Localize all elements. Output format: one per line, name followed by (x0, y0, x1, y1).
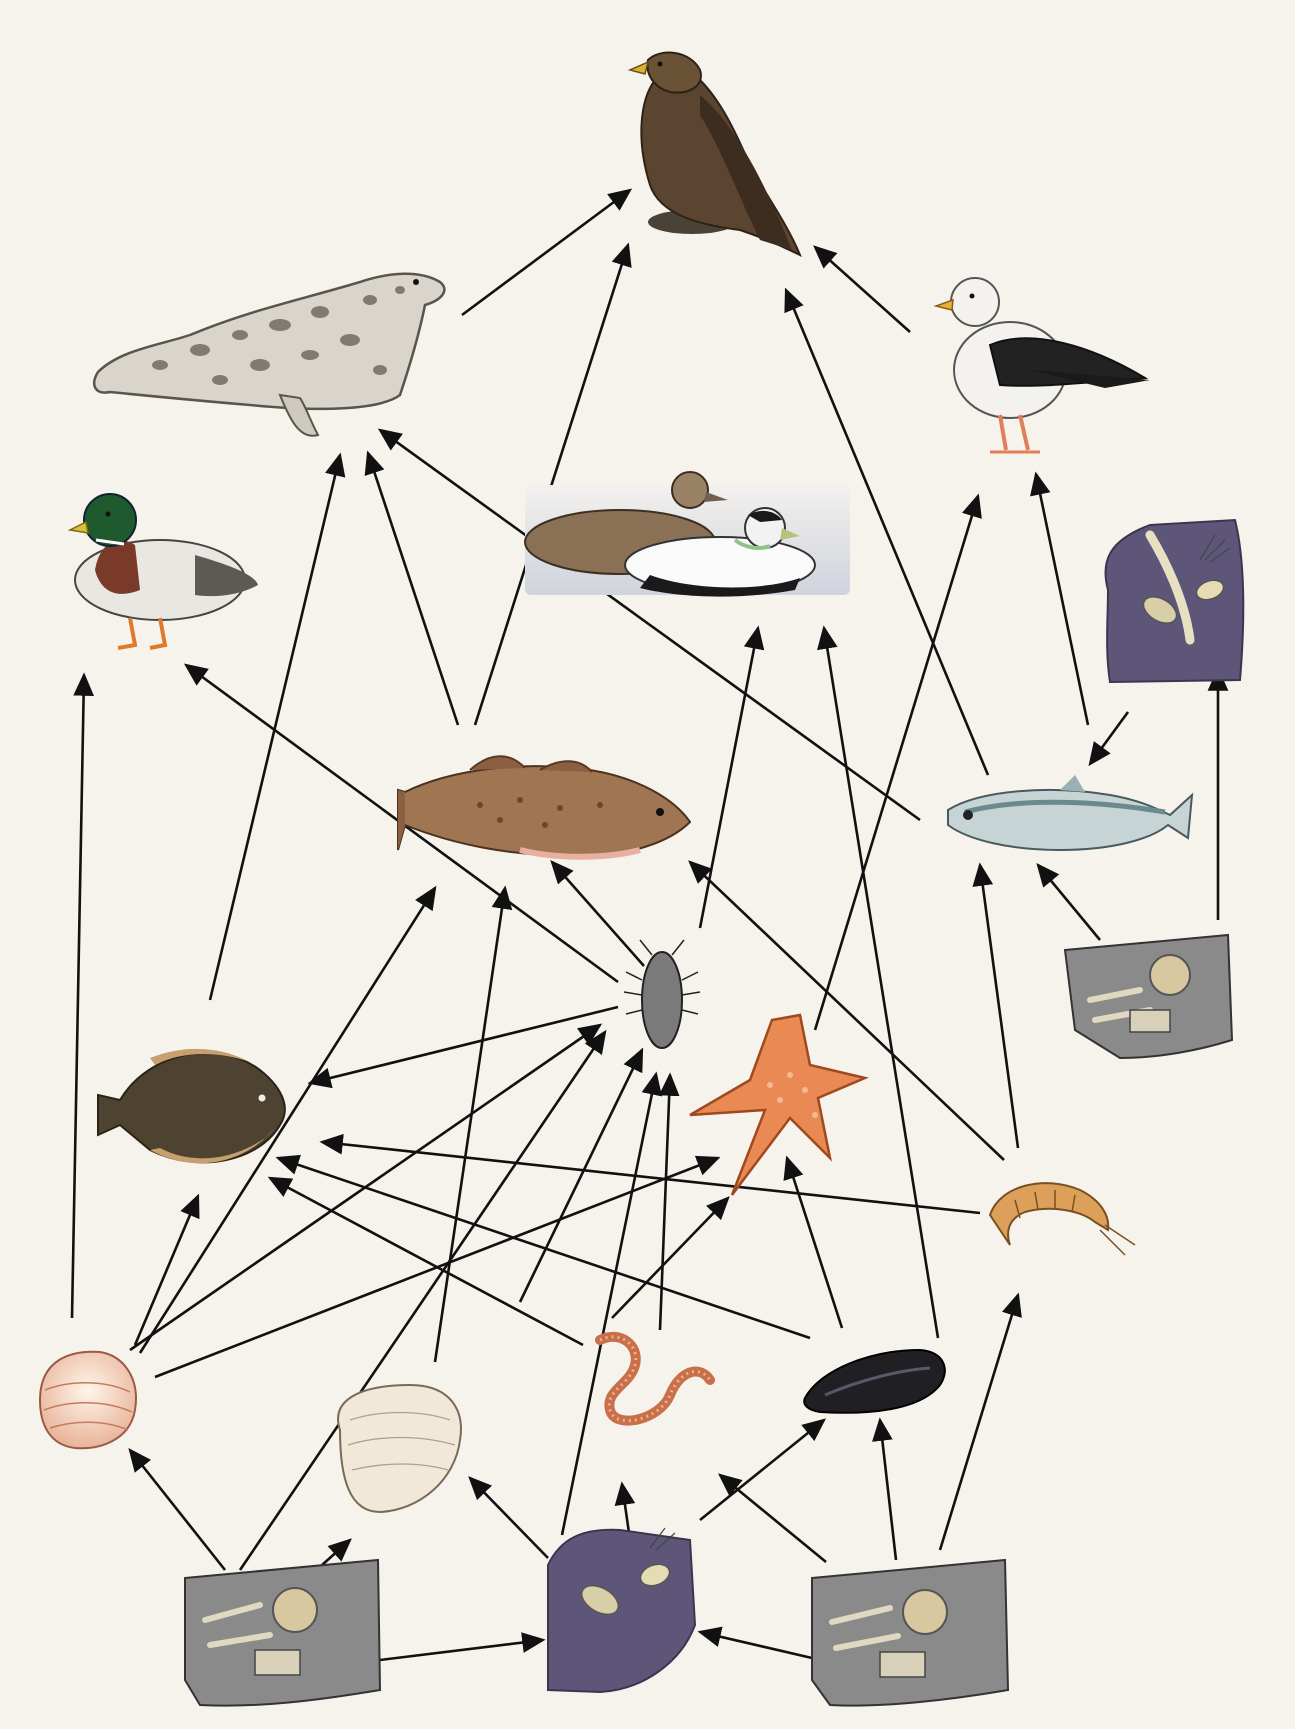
arrow-cockle-to-mallard (72, 675, 84, 1318)
arrow-isopod-to-cod (552, 862, 644, 966)
great-black-backed-gull-icon (936, 278, 1150, 452)
arrow-phyto-left-to-cockle (130, 1450, 225, 1570)
arrow-worm-to-starfish (612, 1198, 728, 1318)
white-tailed-eagle-icon (630, 53, 800, 255)
arrow-layer (72, 190, 1218, 1660)
arrow-amphipod-to-herring (980, 865, 1018, 1148)
arrow-phyto-left-to-zooplankton (380, 1640, 543, 1660)
arrow-zooplankton-to-clam (470, 1478, 548, 1558)
clam-shell-icon (338, 1385, 461, 1512)
arrow-phyto-left-to-clam (322, 1540, 350, 1565)
herring-fish-icon (948, 775, 1192, 850)
starfish-icon (690, 1015, 865, 1195)
grey-seal-icon (94, 274, 444, 436)
arrow-clam-to-isopod (520, 1050, 642, 1302)
arrow-gull-to-eagle (815, 247, 910, 332)
zooplankton-rock-icon (1105, 520, 1243, 682)
phytoplankton-icon (185, 1560, 380, 1706)
flounder-fish-icon (98, 1049, 285, 1163)
amphipod-icon (990, 1183, 1135, 1255)
arrow-zooplankton-to-isopod (562, 1074, 656, 1535)
arrow-worm-to-isopod (660, 1075, 670, 1330)
arrow-isopod-to-eider (700, 628, 758, 928)
arrow-clam-to-cod (435, 888, 505, 1362)
arrow-flounder-to-seal (210, 455, 340, 1000)
arrow-worm-to-flounder (270, 1178, 583, 1345)
arrow-phyto-mid-to-amphipod (940, 1295, 1018, 1550)
zooplankton-rock-icon (548, 1528, 695, 1692)
phytoplankton-icon (812, 1560, 1008, 1706)
arrow-cockle-to-flounder (135, 1196, 198, 1345)
arrow-phyto-mid-to-mussel (880, 1420, 896, 1560)
arrow-phyto-right-to-herring (1038, 865, 1100, 940)
arrow-herring-to-gull (1036, 474, 1088, 725)
arrow-mussel-to-starfish (787, 1158, 842, 1328)
blue-mussel-icon (804, 1350, 945, 1413)
cod-fish-icon (398, 756, 690, 857)
common-eider-pair-icon (525, 472, 850, 597)
arrow-seal-to-eagle (462, 190, 630, 315)
arrow-barnacle-to-herring (1090, 712, 1128, 764)
arrow-zooplankton-to-mussel (700, 1420, 824, 1520)
polychaete-worm-icon (600, 1337, 710, 1421)
mallard-duck-icon (70, 494, 258, 648)
phytoplankton-icon (1065, 935, 1232, 1058)
cockle-shell-icon (40, 1352, 136, 1448)
arrow-phyto-mid-to-zooplankton (700, 1632, 812, 1658)
arrow-mussel-to-eider (824, 628, 938, 1338)
arrow-amphipod-to-flounder (322, 1142, 980, 1213)
arrow-cod-to-seal (368, 453, 458, 725)
arrow-amphipod-to-cod (690, 862, 1004, 1160)
arrow-phyto-mid-to-worm (720, 1475, 826, 1562)
